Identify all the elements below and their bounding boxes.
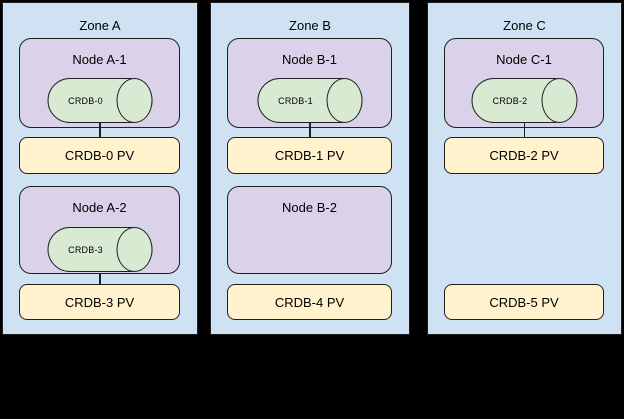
connector-line: [99, 273, 101, 285]
pv-crdb-2: CRDB-2 PV: [444, 137, 604, 174]
pv-crdb-2-label: CRDB-2 PV: [489, 148, 559, 163]
cylinder-crdb-0: CRDB-0: [47, 77, 153, 123]
cylinder-crdb-0-label: CRDB-0: [68, 95, 103, 106]
cylinder-cap-icon: [116, 226, 153, 272]
pv-crdb-4: CRDB-4 PV: [227, 284, 392, 320]
node-b-1: Node B-1 CRDB-1: [227, 38, 392, 128]
pv-crdb-5-label: CRDB-5 PV: [489, 294, 559, 310]
pv-crdb-1-label: CRDB-1 PV: [274, 148, 345, 163]
cylinder-crdb-1: CRDB-1: [257, 77, 363, 123]
cylinder-crdb-2: CRDB-2: [471, 77, 577, 123]
pv-crdb-1: CRDB-1 PV: [227, 137, 392, 174]
node-b-1-title: Node B-1: [282, 52, 337, 67]
node-a-1-title: Node A-1: [72, 52, 127, 67]
node-b-2-title: Node B-2: [282, 200, 337, 215]
cylinder-crdb-1-label: CRDB-1: [278, 95, 313, 106]
node-a-1: Node A-1 CRDB-0: [19, 38, 180, 128]
cylinder-cap-icon: [541, 77, 577, 123]
cylinder-crdb-2-label: CRDB-2: [492, 95, 528, 106]
zone-a-title: Zone A: [79, 18, 121, 33]
cylinder-crdb-3: CRDB-3: [47, 226, 153, 272]
pv-crdb-3: CRDB-3 PV: [19, 284, 180, 320]
cylinder-cap-icon: [326, 77, 363, 123]
pv-crdb-0-label: CRDB-0 PV: [64, 148, 135, 163]
pv-crdb-5: CRDB-5 PV: [444, 284, 604, 320]
connector-line: [309, 123, 311, 138]
pv-crdb-4-label: CRDB-4 PV: [274, 294, 345, 310]
zone-c-title: Zone C: [503, 18, 546, 33]
pv-crdb-3-label: CRDB-3 PV: [64, 294, 135, 310]
node-a-2: Node A-2 CRDB-3: [19, 186, 180, 274]
zone-b-title: Zone B: [289, 18, 331, 33]
node-a-2-title: Node A-2: [72, 200, 127, 215]
zone-c: Zone C Node C-1 CRDB-2 CRDB-2 PV CRDB-5 …: [427, 2, 622, 335]
node-c-1: Node C-1 CRDB-2: [444, 38, 604, 128]
connector-line: [523, 123, 526, 138]
connector-line: [99, 123, 101, 138]
node-c-1-title: Node C-1: [496, 52, 552, 67]
zone-b: Zone B Node B-1 CRDB-1 CRDB-1 PV Node B-…: [210, 2, 410, 335]
cylinder-cap-icon: [116, 77, 153, 123]
pv-crdb-0: CRDB-0 PV: [19, 137, 180, 174]
cylinder-crdb-3-label: CRDB-3: [68, 244, 103, 255]
zone-a: Zone A Node A-1 CRDB-0 CRDB-0 PV Node A-…: [2, 2, 198, 335]
node-b-2: Node B-2: [227, 186, 392, 274]
